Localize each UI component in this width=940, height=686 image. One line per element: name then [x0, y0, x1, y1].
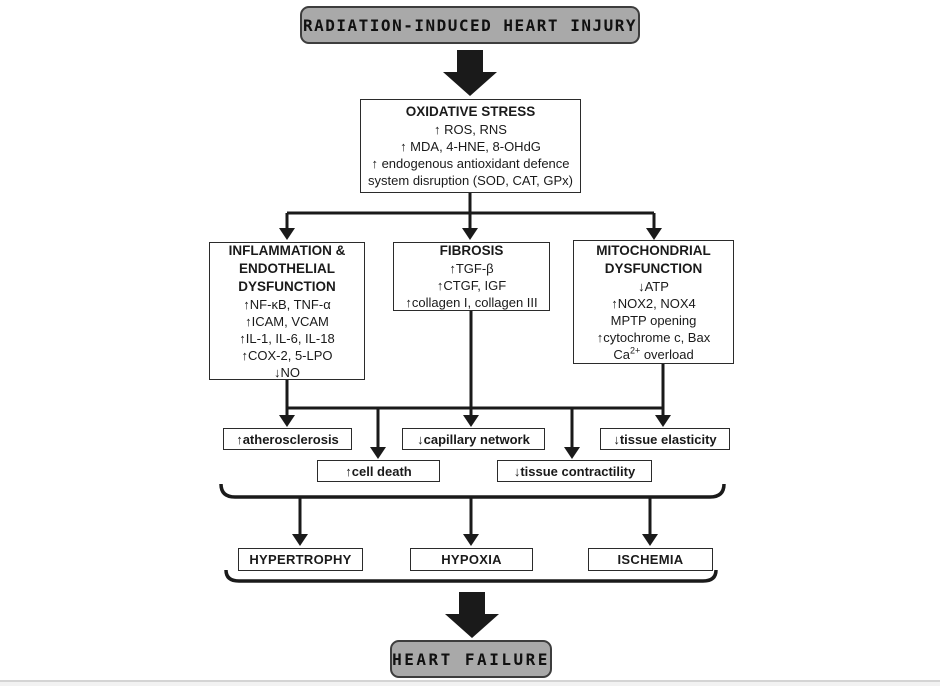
outcome-box-hypoxia: HYPOXIA — [410, 548, 533, 571]
down-arrow-icon — [642, 534, 658, 546]
mitochondrial-line: ↑NOX2, NOX4 — [611, 295, 696, 311]
block-down-arrow-icon-top — [443, 50, 497, 96]
fibrosis-line: ↑TGF-β — [449, 261, 494, 276]
oxidative-line: ↑ endogenous antioxidant defence — [371, 156, 570, 171]
down-arrow-icon — [655, 415, 671, 427]
inflammation-line: ↑ICAM, VCAM — [245, 313, 329, 329]
oxidative-line: ↑ ROS, RNS — [434, 122, 507, 137]
effect-box-tissue-contractility: ↓tissue contractility — [497, 460, 652, 482]
effect-box-tissue-elasticity: ↓tissue elasticity — [600, 428, 730, 450]
outcome-box-ischemia: ISCHEMIA — [588, 548, 713, 571]
mitochondrial-line: MPTP opening — [610, 312, 697, 328]
down-arrow-icon — [646, 228, 662, 240]
page-bottom-rule — [0, 680, 940, 682]
effect-box-cell-death: ↑cell death — [317, 460, 440, 482]
fibrosis-line: ↑CTGF, IGF — [436, 278, 507, 293]
oxidative-line: system disruption (SOD, CAT, GPx) — [368, 173, 573, 188]
down-arrow-icon — [370, 447, 386, 459]
down-arrow-icon — [463, 534, 479, 546]
down-arrow-icon — [462, 228, 478, 240]
mitochondrial-line: Ca2+ overload — [613, 346, 693, 363]
fibrosis-title: FIBROSIS — [439, 243, 504, 258]
effect-label: ↑atherosclerosis — [236, 431, 339, 447]
down-arrow-icon — [279, 415, 295, 427]
oxidative-stress-box: OXIDATIVE STRESS ↑ ROS, RNS ↑ MDA, 4-HNE… — [360, 99, 581, 193]
collector-bracket-upper — [219, 483, 726, 499]
outcome-label: HYPERTROPHY — [249, 552, 352, 567]
terminal-box-radiation-injury: RADIATION-INDUCED HEART INJURY — [300, 6, 640, 44]
inflammation-title: INFLAMMATION & — [228, 242, 346, 258]
mitochondrial-title: MITOCHONDRIAL — [596, 242, 711, 258]
mitochondrial-box: MITOCHONDRIAL DYSFUNCTION ↓ATP ↑NOX2, NO… — [573, 240, 734, 364]
oxidative-line: ↑ MDA, 4-HNE, 8-OHdG — [400, 139, 541, 154]
inflammation-title: DYSFUNCTION — [238, 278, 336, 294]
mitochondrial-line: ↑cytochrome c, Bax — [596, 329, 711, 345]
effect-label: ↓capillary network — [417, 431, 530, 447]
block-down-arrow-icon-bottom — [445, 592, 499, 638]
effect-box-atherosclerosis: ↑atherosclerosis — [223, 428, 352, 450]
effect-box-capillary-network: ↓capillary network — [402, 428, 545, 450]
inflammation-line: ↑COX-2, 5-LPO — [241, 347, 333, 363]
effect-label: ↓tissue contractility — [513, 463, 636, 479]
down-arrow-icon — [279, 228, 295, 240]
fibrosis-box: FIBROSIS ↑TGF-β ↑CTGF, IGF ↑collagen I, … — [393, 242, 550, 311]
down-arrow-icon — [564, 447, 580, 459]
outcome-box-hypertrophy: HYPERTROPHY — [238, 548, 363, 571]
inflammation-line: ↑NF-κB, TNF-α — [243, 296, 331, 312]
inflammation-title: ENDOTHELIAL — [239, 260, 335, 276]
ca-overload-text: overload — [640, 346, 694, 362]
down-arrow-icon — [463, 415, 479, 427]
fibrosis-line: ↑collagen I, collagen III — [405, 295, 538, 310]
ca-superscript: 2+ — [629, 345, 641, 356]
outcome-label: ISCHEMIA — [617, 552, 684, 567]
effect-label: ↓tissue elasticity — [613, 431, 717, 447]
mitochondrial-line: ↓ATP — [638, 278, 669, 294]
terminal-box-heart-failure-label: HEART FAILURE — [392, 649, 550, 669]
inflammation-box: INFLAMMATION & ENDOTHELIAL DYSFUNCTION ↑… — [209, 242, 365, 380]
outcome-label: HYPOXIA — [441, 552, 502, 567]
inflammation-line: ↑IL-1, IL-6, IL-18 — [239, 330, 335, 346]
page-bottom-strip — [0, 682, 940, 686]
ca-overload-text: Ca — [613, 346, 630, 362]
oxidative-stress-title: OXIDATIVE STRESS — [405, 104, 536, 119]
mitochondrial-title: DYSFUNCTION — [604, 260, 703, 276]
collector-bracket-lower — [224, 569, 718, 583]
down-arrow-icon — [292, 534, 308, 546]
effect-label: ↑cell death — [345, 463, 412, 479]
terminal-box-radiation-injury-label: RADIATION-INDUCED HEART INJURY — [303, 15, 637, 35]
terminal-box-heart-failure: HEART FAILURE — [390, 640, 552, 678]
inflammation-line: ↓NO — [274, 364, 300, 380]
